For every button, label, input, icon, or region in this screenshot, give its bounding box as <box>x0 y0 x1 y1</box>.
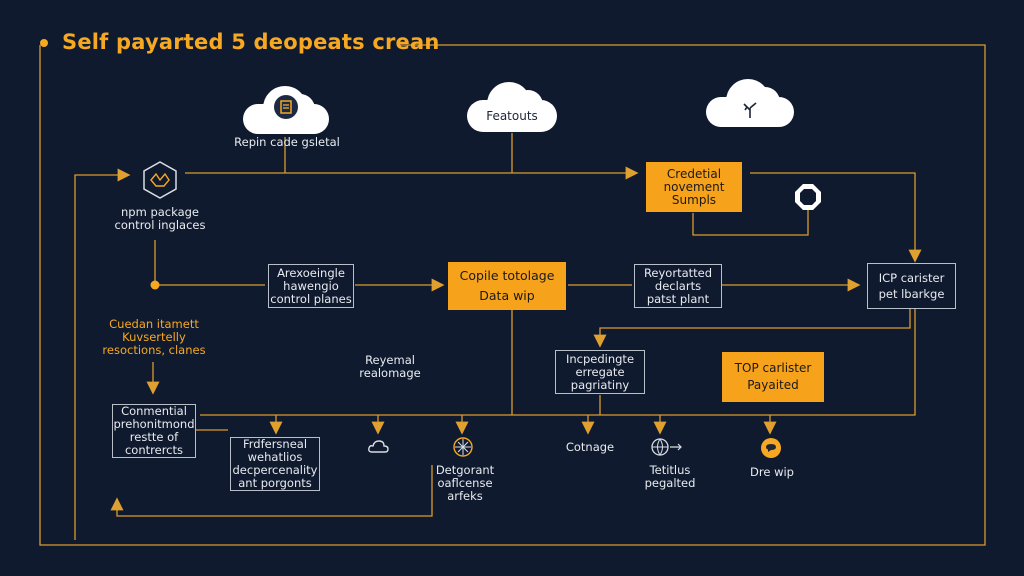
outer-frame <box>39 44 986 546</box>
cloud-node-right[interactable] <box>706 79 794 127</box>
npm-package-label: npm package control inglaces <box>114 205 206 232</box>
cuedan-label: Cuedan itamett Kuvsertelly resoctions, c… <box>102 317 206 357</box>
reyortatted-node[interactable]: Reyortatted declarts patst plant <box>634 264 722 308</box>
copile-node[interactable]: Copile totolage Data wip <box>448 262 566 310</box>
title-bullet <box>40 39 48 47</box>
tetitlus-label: Tetitlus pegalted <box>644 463 696 490</box>
cloud-left-caption: Repin cade gsletal <box>234 135 340 149</box>
top-canister-node[interactable]: TOP carlister Payaited <box>722 352 824 402</box>
icp-canister-node[interactable]: ICP carister pet lbarkge <box>867 263 956 309</box>
cloud-featouts-label: Featouts <box>486 109 538 123</box>
cotnage-label: Cotnage <box>565 440 615 454</box>
cloud-icon <box>367 436 391 460</box>
hexagon-chart-icon <box>140 160 180 204</box>
cloud-node-left[interactable] <box>243 86 329 134</box>
areoxengle-node[interactable]: Arexoeingle hawengio control planes <box>268 264 354 308</box>
page-title: Self payarted 5 deopeats crean <box>62 30 440 54</box>
incpedingte-node[interactable]: Incpedingte erregate pagriatiny <box>555 350 645 394</box>
credential-node[interactable]: Credetial novement Sumpls <box>646 162 742 212</box>
globe-arrow-icon <box>650 437 684 461</box>
frdfersneal-node[interactable]: Frdfersneal wehatlios decpercenality ant… <box>230 437 320 491</box>
plant-icon <box>737 100 763 124</box>
compass-icon <box>452 436 474 462</box>
document-icon <box>273 94 299 124</box>
octagon-icon <box>793 182 823 216</box>
dre-wip-label: Dre wip <box>750 465 794 479</box>
chat-bubble-icon <box>760 437 782 463</box>
cloud-node-featouts[interactable]: Featouts <box>467 82 557 132</box>
reyemal-label: Reyemal realomage <box>359 353 421 380</box>
conmential-node[interactable]: Conmential prehonitmond restte of contre… <box>112 404 196 458</box>
detgorant-label: Detgorant oaflcense arfeks <box>435 463 495 503</box>
